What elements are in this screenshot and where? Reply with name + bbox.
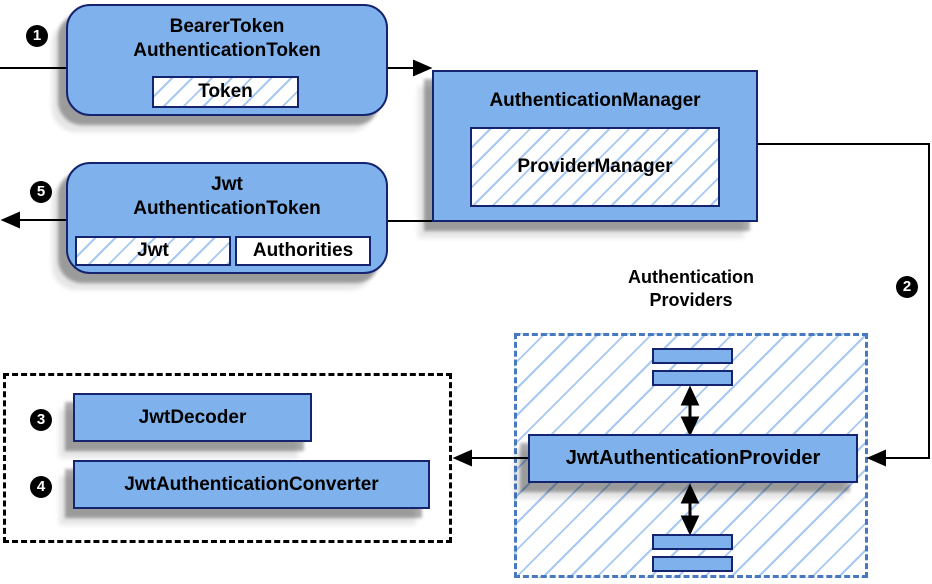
field-jwt: Jwt bbox=[75, 236, 231, 266]
step-badge-3: 3 bbox=[30, 409, 52, 431]
arrowhead-into-decoder-group bbox=[452, 449, 472, 467]
jwt-decoder-converter-group bbox=[3, 373, 452, 543]
step-badge-2: 2 bbox=[896, 276, 918, 298]
arrowhead-upper-up bbox=[680, 385, 700, 406]
bearer-token-title-line1: BearerToken bbox=[169, 16, 285, 37]
authentication-providers-label: Authentication Providers bbox=[591, 266, 791, 312]
node-authentication-manager: AuthenticationManager ProviderManager bbox=[432, 70, 758, 222]
node-jwt-authentication-token: Jwt AuthenticationToken Jwt Authorities bbox=[66, 162, 388, 274]
placeholder-provider-rect-bottom-2 bbox=[652, 556, 733, 572]
field-provider-manager: ProviderManager bbox=[470, 127, 720, 207]
arrowhead-upper-down bbox=[680, 416, 700, 437]
placeholder-provider-rect-bottom-1 bbox=[652, 534, 733, 550]
bearer-token-title-line2: AuthenticationToken bbox=[133, 40, 321, 61]
arrowhead-into-provider bbox=[866, 449, 886, 467]
arrowhead-response-out bbox=[0, 211, 20, 229]
arrowhead-lower-up bbox=[680, 483, 700, 504]
node-jwt-authentication-provider: JwtAuthenticationProvider bbox=[528, 434, 858, 483]
step-badge-5: 5 bbox=[30, 181, 52, 203]
placeholder-provider-rect-top-1 bbox=[652, 348, 733, 364]
line-manager-to-provider bbox=[758, 143, 930, 459]
placeholder-provider-rect-top-2 bbox=[652, 370, 733, 386]
node-bearer-token-authentication-token: BearerToken AuthenticationToken Token bbox=[66, 4, 388, 116]
step-badge-1: 1 bbox=[26, 25, 48, 47]
authentication-providers-label-line2: Providers bbox=[649, 290, 733, 310]
step-badge-4: 4 bbox=[30, 476, 52, 498]
authentication-providers-label-line1: Authentication bbox=[628, 267, 754, 287]
field-token: Token bbox=[152, 76, 299, 108]
arrowhead-lower-down bbox=[680, 515, 700, 536]
jwt-token-title-line1: Jwt bbox=[211, 174, 243, 195]
arrowhead-into-manager bbox=[413, 59, 433, 77]
node-jwt-decoder: JwtDecoder bbox=[73, 393, 312, 442]
field-authorities: Authorities bbox=[235, 236, 371, 266]
authentication-manager-title: AuthenticationManager bbox=[489, 90, 701, 111]
jwt-token-title-line2: AuthenticationToken bbox=[133, 198, 321, 219]
node-jwt-authentication-converter: JwtAuthenticationConverter bbox=[73, 460, 430, 509]
